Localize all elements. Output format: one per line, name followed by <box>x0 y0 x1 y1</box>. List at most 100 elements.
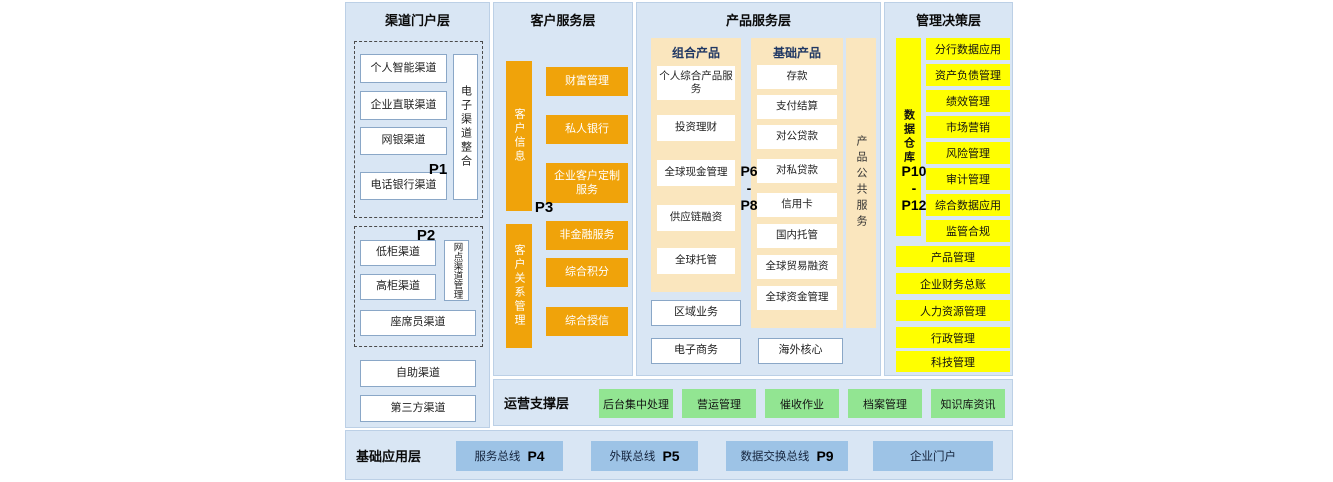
p2-label: P2 <box>416 227 436 244</box>
ops-support-layer-panel: 运营支撑层 后台集中处理 营运管理 催收作业 档案管理 知识库资讯 <box>493 379 1013 426</box>
service-bus-label: 服务总线 <box>474 451 521 463</box>
data-exchange-bus-label: 数据交换总线 <box>740 451 810 463</box>
channel-box-phone-banking: 电话银行渠道 <box>360 172 447 200</box>
basic-box-payment-settlement: 支付结算 <box>757 95 837 119</box>
overseas-core-box: 海外核心 <box>758 338 843 364</box>
combo-products-panel: 组合产品 个人综合产品服务 投资理财 全球现金管理 供应链融资 全球托管 <box>651 38 741 292</box>
external-bus-label: 外联总线 <box>609 451 656 463</box>
ops-box-archives: 档案管理 <box>848 389 922 418</box>
customer-layer-title: 客户服务层 <box>530 13 596 28</box>
base-box-enterprise-portal: 企业门户 <box>873 441 993 471</box>
p1-label: P1 <box>428 161 448 178</box>
mgmt-box-risk: 风险管理 <box>926 142 1010 164</box>
customer-box-corporate-custom-service: 企业客户定制服务 <box>546 163 628 203</box>
e-channel-integration-bar: 电子渠道整合 <box>453 54 478 200</box>
mgmt-box-branch-data-app: 分行数据应用 <box>926 38 1010 60</box>
mgmt-box-asset-liability: 资产负债管理 <box>926 64 1010 86</box>
mgmt-box-compliance: 监管合规 <box>926 220 1010 242</box>
channel-box-high-counter: 高柜渠道 <box>360 274 436 300</box>
mgmt-box-general-ledger: 企业财务总账 <box>896 273 1010 294</box>
basic-box-deposit: 存款 <box>757 65 837 89</box>
p8-label: P8 <box>740 197 758 213</box>
electronic-channel-group-frame <box>354 41 483 218</box>
ops-box-knowledge-base: 知识库资讯 <box>931 389 1005 418</box>
combo-box-personal-comprehensive: 个人综合产品服务 <box>657 66 735 100</box>
p9-label: P9 <box>816 448 834 464</box>
ops-layer-title: 运营支撑层 <box>504 396 570 411</box>
p6-p8-label: P6 - P8 <box>733 163 765 214</box>
mgmt-box-marketing: 市场营销 <box>926 116 1010 138</box>
p10-p12-dash: - <box>911 180 917 196</box>
basic-box-personal-loan: 对私贷款 <box>757 159 837 183</box>
ecommerce-box: 电子商务 <box>651 338 741 364</box>
customer-box-wealth-mgmt: 财富管理 <box>546 67 628 96</box>
base-layer-title: 基础应用层 <box>356 448 422 464</box>
product-public-service-bar: 产品公共服务 <box>846 38 876 328</box>
data-warehouse-label: 数据仓库 <box>902 109 915 165</box>
combo-box-investment: 投资理财 <box>657 115 735 141</box>
channel-box-personal-smart: 个人智能渠道 <box>360 54 447 83</box>
mgmt-box-audit: 审计管理 <box>926 168 1010 190</box>
p5-label: P5 <box>662 448 680 464</box>
basic-box-corporate-loan: 对公贷款 <box>757 125 837 149</box>
customer-relation-bar: 客户关系管理 <box>506 224 532 348</box>
management-decision-layer-panel: 管理决策层 数据仓库 P10 - P12 分行数据应用 资产负债管理 绩效管理 … <box>884 2 1013 376</box>
mgmt-box-technology: 科技管理 <box>896 351 1010 372</box>
channel-layer-title: 渠道门户层 <box>384 13 450 28</box>
p3-label: P3 <box>534 199 554 216</box>
mgmt-box-product-mgmt: 产品管理 <box>896 246 1010 267</box>
base-application-layer-panel: 基础应用层 服务总线 P4 外联总线 P5 数据交换总线 P9 企业门户 <box>345 430 1013 480</box>
customer-relation-label: 客户关系管理 <box>513 244 525 328</box>
p6-p8-dash: - <box>746 180 752 196</box>
product-layer-title: 产品服务层 <box>725 13 791 28</box>
enterprise-portal-label: 企业门户 <box>910 451 956 463</box>
channel-box-online-banking: 网银渠道 <box>360 127 447 155</box>
channel-box-third-party: 第三方渠道 <box>360 395 476 422</box>
p12-label: P12 <box>901 197 927 213</box>
p6-label: P6 <box>740 163 758 179</box>
product-public-service-label: 产品公共服务 <box>855 135 867 231</box>
regional-business-box: 区域业务 <box>651 300 741 326</box>
basic-products-panel: 基础产品 存款 支付结算 对公贷款 对私贷款 信用卡 国内托管 全球贸易融资 全… <box>751 38 843 328</box>
basic-box-domestic-custody: 国内托管 <box>757 224 837 248</box>
branch-channel-mgmt-bar: 网点渠道管理 <box>444 240 469 301</box>
channel-box-low-counter: 低柜渠道 <box>360 240 436 266</box>
combo-box-supply-chain-finance: 供应链融资 <box>657 205 735 231</box>
banking-architecture-diagram: 渠道门户层 个人智能渠道 企业直联渠道 网银渠道 电话银行渠道 电子渠道整合 P… <box>345 2 1013 480</box>
p10-p12-label: P10 - P12 <box>891 163 937 214</box>
base-box-data-exchange-bus: 数据交换总线 P9 <box>726 441 848 471</box>
p4-label: P4 <box>527 448 545 464</box>
base-box-service-bus: 服务总线 P4 <box>456 441 563 471</box>
ops-box-collections: 催收作业 <box>765 389 839 418</box>
customer-service-layer-panel: 客户服务层 客户信息 客户关系管理 P3 财富管理 私人银行 企业客户定制服务 … <box>493 2 633 376</box>
p10-label: P10 <box>901 163 927 179</box>
channel-box-corporate-direct: 企业直联渠道 <box>360 91 447 120</box>
data-warehouse-bar: 数据仓库 <box>896 38 921 236</box>
basic-products-header: 基础产品 <box>772 46 821 60</box>
customer-info-bar: 客户信息 <box>506 61 532 211</box>
branch-channel-mgmt-label: 网点渠道管理 <box>451 242 463 299</box>
ops-box-backoffice-processing: 后台集中处理 <box>599 389 673 418</box>
mgmt-box-comprehensive-data: 综合数据应用 <box>926 194 1010 216</box>
channel-portal-layer-panel: 渠道门户层 个人智能渠道 企业直联渠道 网银渠道 电话银行渠道 电子渠道整合 P… <box>345 2 490 428</box>
channel-box-self-service: 自助渠道 <box>360 360 476 387</box>
basic-box-global-trade-finance: 全球贸易融资 <box>757 255 837 279</box>
ops-box-operation-mgmt: 营运管理 <box>682 389 756 418</box>
branch-channel-group-frame <box>354 226 483 347</box>
customer-box-non-financial: 非金融服务 <box>546 221 628 250</box>
mgmt-box-administration: 行政管理 <box>896 327 1010 348</box>
e-channel-integration-label: 电子渠道整合 <box>459 85 472 169</box>
combo-products-header: 组合产品 <box>671 46 720 60</box>
combo-box-global-cash-mgmt: 全球现金管理 <box>657 160 735 186</box>
customer-box-credit-line: 综合授信 <box>546 307 628 336</box>
customer-info-label: 客户信息 <box>513 108 525 164</box>
product-service-layer-panel: 产品服务层 组合产品 个人综合产品服务 投资理财 全球现金管理 供应链融资 全球… <box>636 2 881 376</box>
combo-box-global-custody: 全球托管 <box>657 248 735 274</box>
mgmt-box-hr: 人力资源管理 <box>896 300 1010 321</box>
base-box-external-bus: 外联总线 P5 <box>591 441 698 471</box>
customer-box-points: 综合积分 <box>546 258 628 287</box>
management-layer-title: 管理决策层 <box>915 13 981 28</box>
mgmt-box-performance: 绩效管理 <box>926 90 1010 112</box>
customer-box-private-banking: 私人银行 <box>546 115 628 144</box>
